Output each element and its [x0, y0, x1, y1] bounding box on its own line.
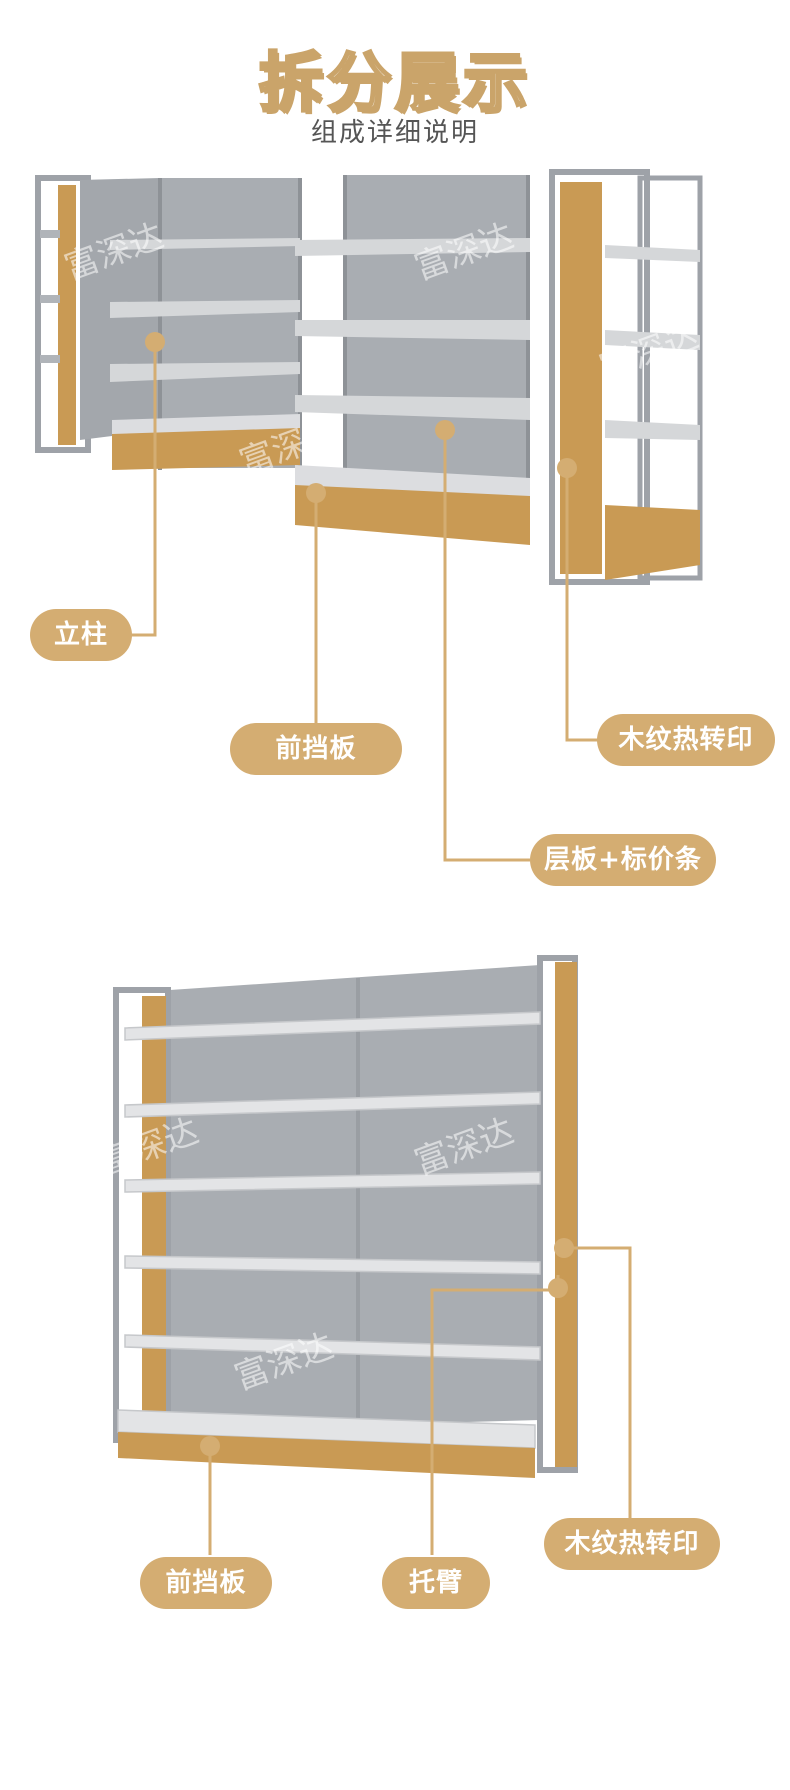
- leader-line-shelf: [443, 432, 530, 862]
- callout-dot: [435, 420, 455, 440]
- callout-label-wood-print: 木纹热转印: [597, 714, 775, 766]
- leader-line-wood-print: [564, 1246, 632, 1520]
- single-shelf-unit-illustration: 富深达 富深达 富深达: [94, 955, 632, 1555]
- callout-label-bracket: 托臂: [382, 1557, 490, 1609]
- shelf-assembly-exploded-illustration: 富深达 富深达 富深达 富深达: [35, 169, 704, 862]
- callout-dot: [548, 1278, 568, 1298]
- unit-one: [80, 178, 302, 470]
- unit-two: [295, 175, 530, 545]
- leader-line-wood-print: [565, 470, 600, 742]
- leader-line-upright: [130, 345, 157, 637]
- page-subtitle: 组成详细说明: [310, 118, 479, 148]
- callout-label-wood-print-bottom: 木纹热转印: [544, 1518, 720, 1570]
- callout-dot: [557, 458, 577, 478]
- callout-dot: [145, 332, 165, 352]
- callout-label-front-board-bottom: 前挡板: [140, 1557, 272, 1609]
- page-title: 拆分展示: [258, 46, 531, 123]
- callout-dot: [306, 483, 326, 503]
- callout-dot: [200, 1436, 220, 1456]
- callout-label-front-board: 前挡板: [230, 723, 402, 775]
- callout-label-upright: 立柱: [30, 609, 132, 661]
- callout-dot: [554, 1238, 574, 1258]
- callout-label-shelf-price-strip: 层板+标价条: [530, 834, 716, 886]
